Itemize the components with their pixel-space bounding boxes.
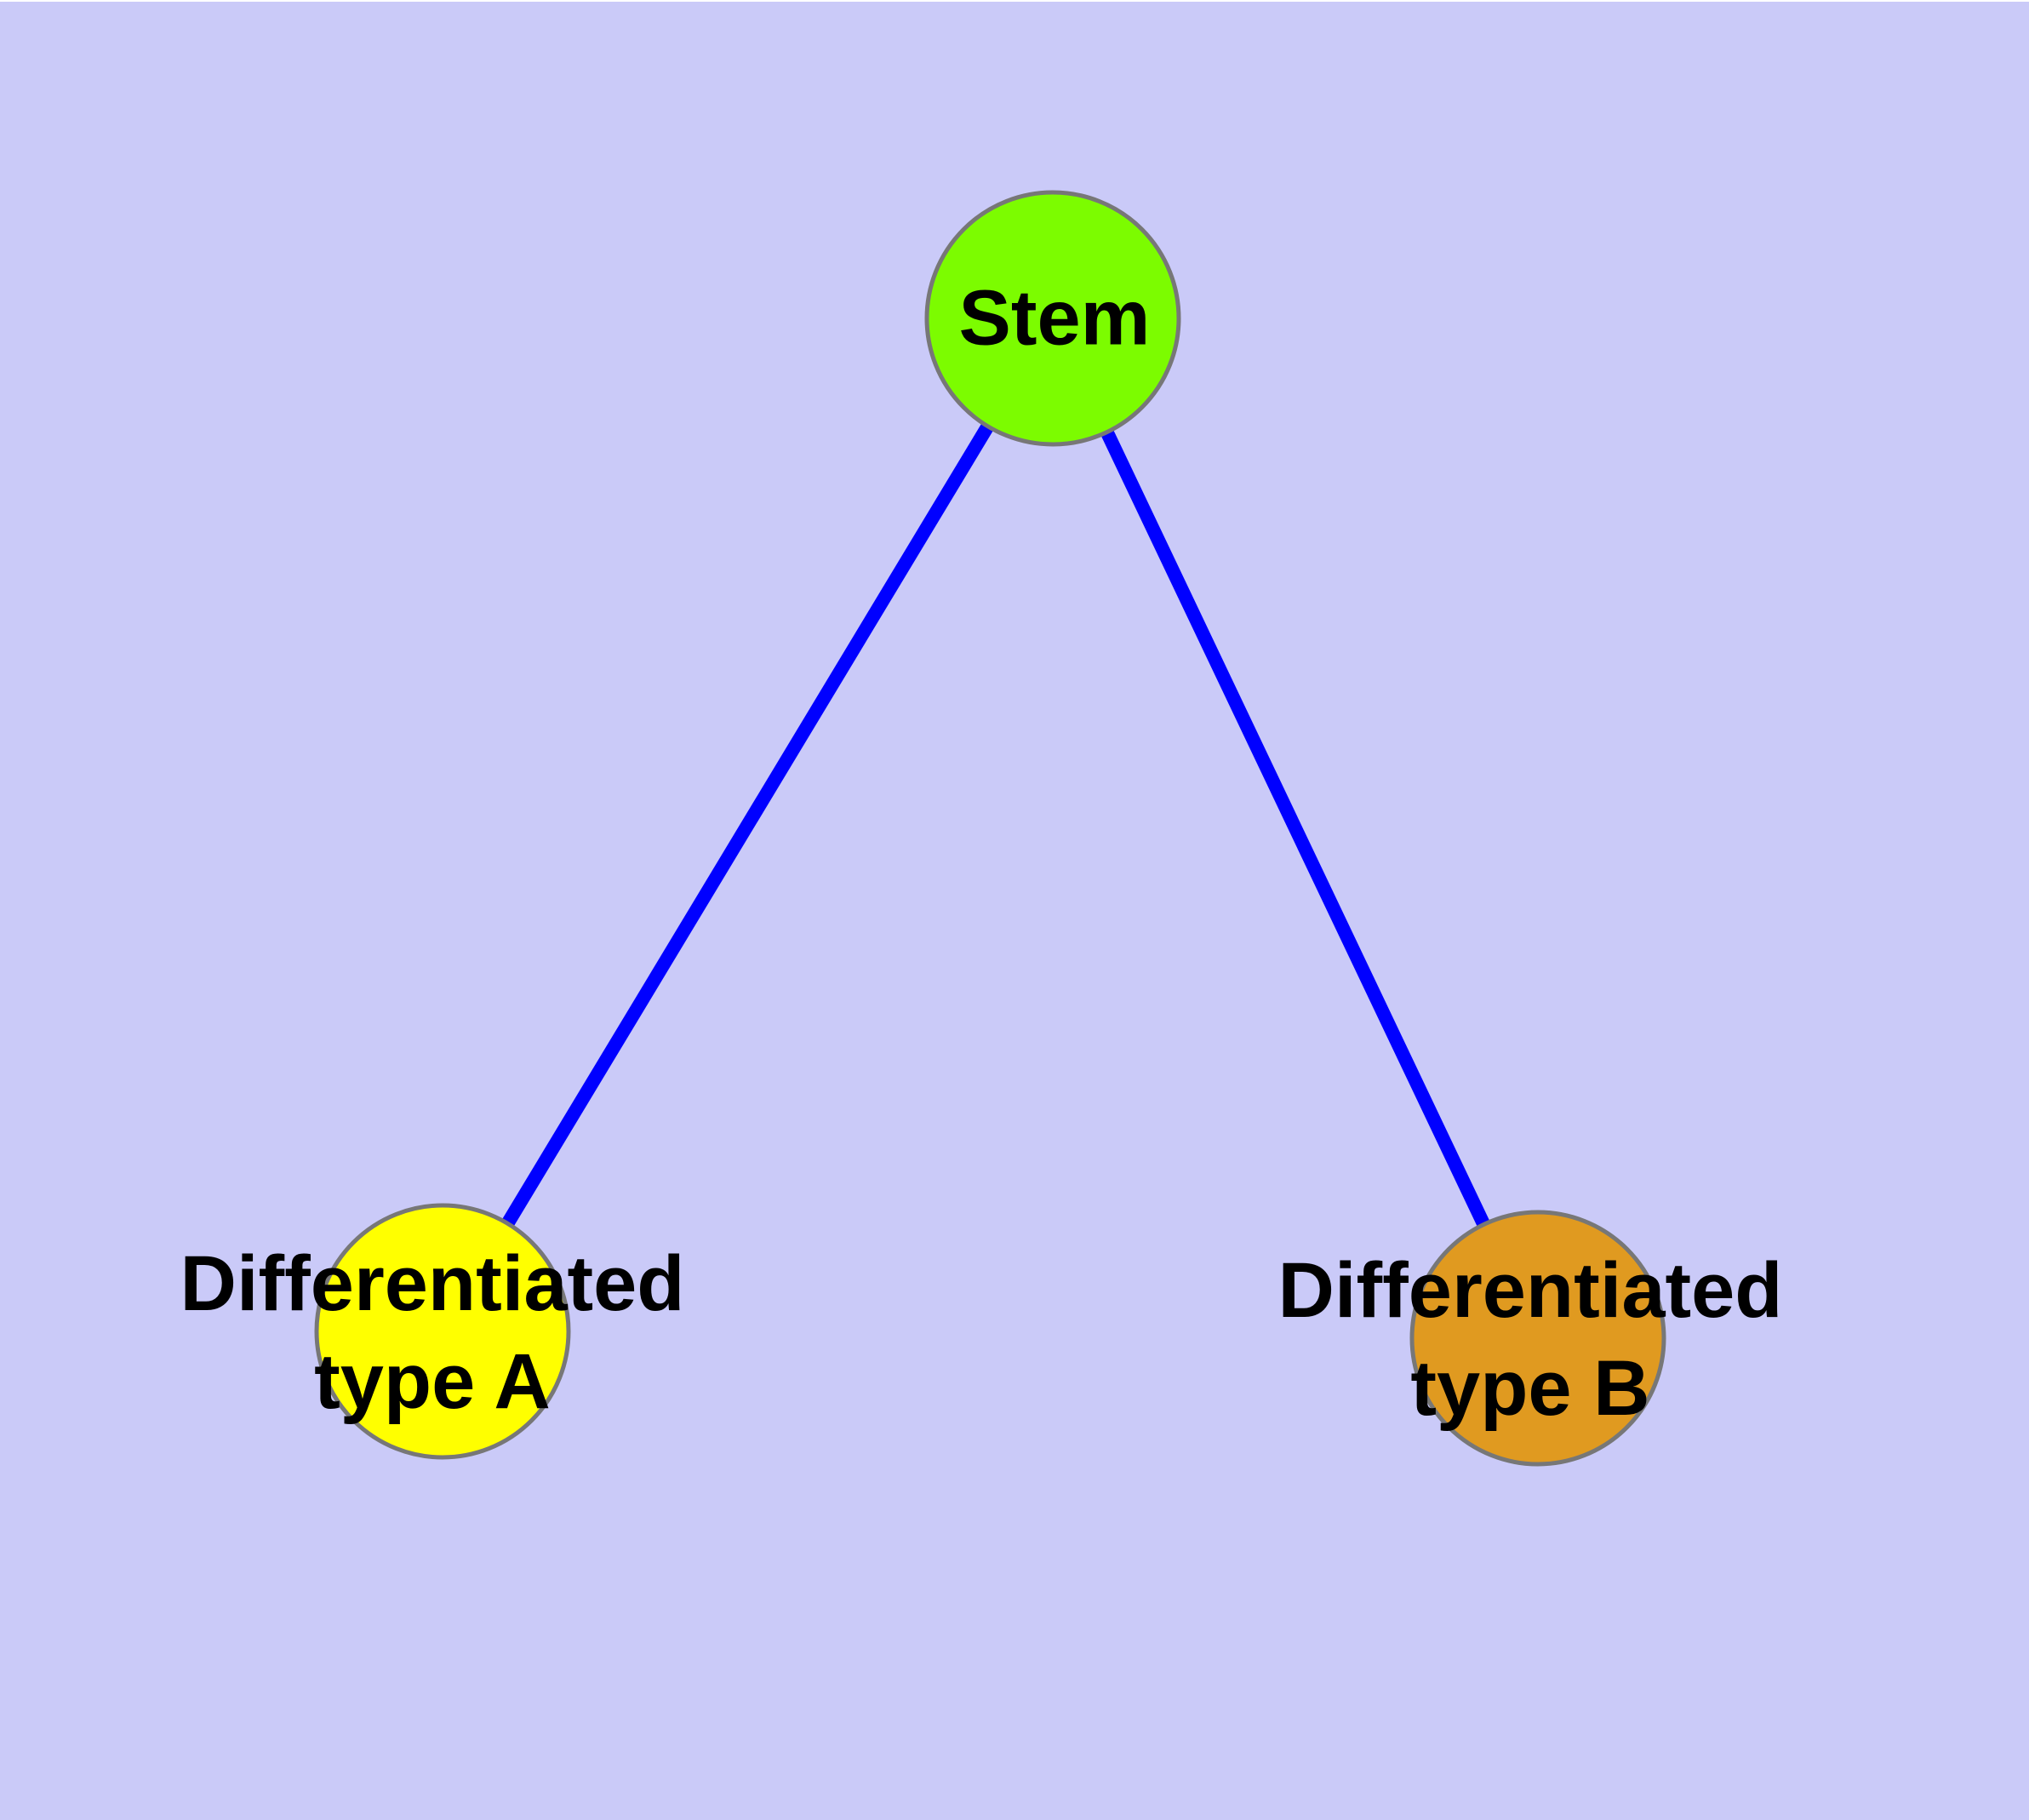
edge-stem-to-type-b [1046, 315, 1545, 1342]
node-stem-circle [924, 190, 1181, 447]
node-type-b-circle [1409, 1210, 1666, 1467]
edge-stem-to-type-a [437, 314, 1059, 1336]
node-type-a-circle [314, 1203, 571, 1460]
